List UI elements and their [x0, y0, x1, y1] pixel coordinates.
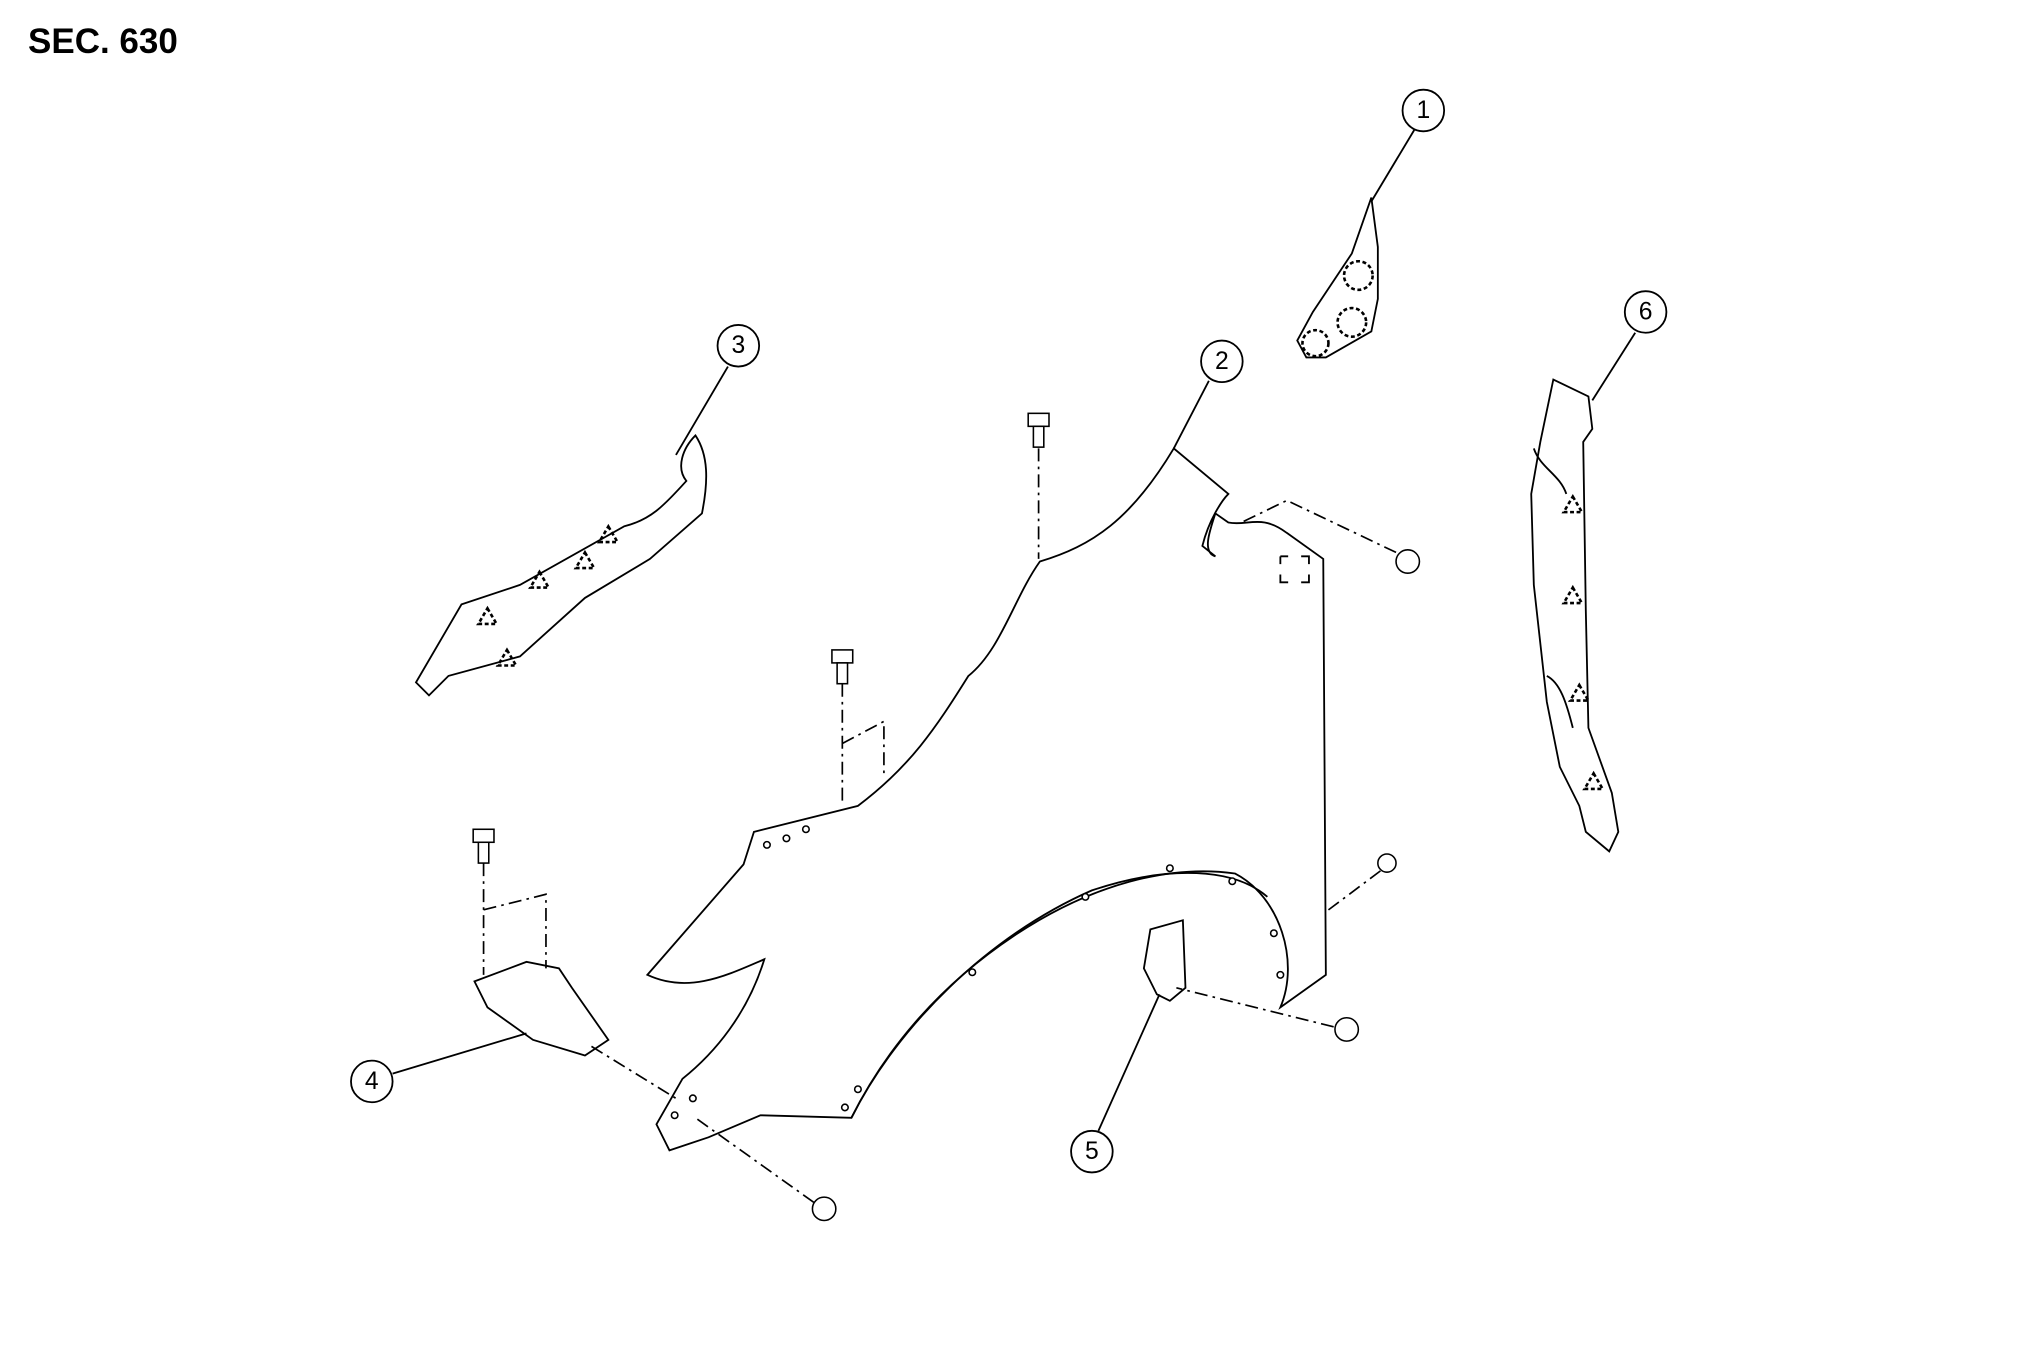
svg-text:2: 2	[1215, 348, 1229, 375]
callout-4: 4	[350, 1059, 394, 1104]
callout-6: 6	[1623, 290, 1668, 334]
callout-2: 2	[1200, 339, 1244, 384]
bolt-icon	[472, 828, 495, 864]
svg-text:5: 5	[1085, 1138, 1099, 1165]
front-fender	[645, 447, 1327, 1152]
bolt-icon	[811, 1196, 837, 1222]
callout-5: 5	[1070, 1129, 1114, 1174]
bolt-icon	[1027, 412, 1050, 448]
bolts	[472, 412, 1421, 1222]
callouts: 1 2 3 4 5 6	[350, 88, 1668, 1174]
section-label: SEC. 630	[28, 22, 178, 61]
assembly-lines	[482, 448, 1397, 1204]
svg-text:1: 1	[1416, 97, 1430, 124]
fender-seal-upper	[414, 434, 708, 697]
clip-icon	[1279, 555, 1310, 584]
svg-text:4: 4	[365, 1068, 379, 1095]
svg-text:3: 3	[731, 332, 745, 359]
mounting-holes	[670, 825, 1285, 1120]
bolt-icon	[1395, 549, 1421, 574]
bolt-icon	[1334, 1016, 1360, 1042]
fender-protector-bracket	[1296, 197, 1379, 359]
fender-side-bracket	[1142, 919, 1187, 1002]
fender-seal-rear	[1530, 378, 1620, 853]
svg-text:6: 6	[1639, 298, 1653, 325]
callout-1: 1	[1401, 88, 1446, 133]
bolt-icon	[1377, 853, 1397, 873]
fender-lower-bracket	[473, 960, 610, 1057]
bolt-icon	[831, 649, 854, 685]
callout-3: 3	[716, 324, 761, 368]
